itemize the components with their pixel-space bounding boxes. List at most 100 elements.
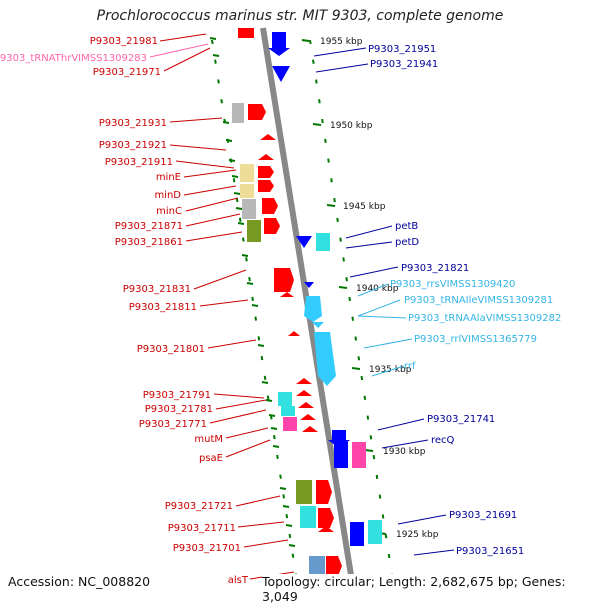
dash-tick xyxy=(225,139,233,142)
gene-arrow-p9303-21921[interactable] xyxy=(260,134,276,140)
scale-tick xyxy=(312,123,322,126)
gene-label[interactable]: petD xyxy=(395,237,419,248)
gene-label[interactable]: P9303_21801 xyxy=(137,344,205,355)
gene-label[interactable]: minD xyxy=(154,190,181,201)
gene-label[interactable]: P9303_21941 xyxy=(370,59,438,70)
gene-arrow-trna-ile[interactable] xyxy=(312,322,324,328)
leader-line xyxy=(243,539,289,548)
gene-label[interactable]: P9303_21811 xyxy=(129,302,197,313)
gene-arrow-p9303-21931[interactable] xyxy=(248,104,266,120)
dash-tick xyxy=(235,207,243,210)
gene-arrow-p9303-21771[interactable] xyxy=(298,402,314,408)
scale-label: 1930 kbp xyxy=(383,447,426,457)
gene-label[interactable]: minE xyxy=(156,172,181,183)
gene-label[interactable]: P9303_21911 xyxy=(105,157,173,168)
leader-line xyxy=(225,439,271,458)
gene-arrow-mine[interactable] xyxy=(258,166,274,178)
gene-arrow-p9303-21721[interactable] xyxy=(316,480,332,504)
gene-box-p9303-21691-b[interactable] xyxy=(368,520,382,544)
gene-arrow-p9303-21781[interactable] xyxy=(296,390,312,396)
gene-arrow-p9303-21821[interactable] xyxy=(304,282,314,288)
gene-box-p9303-21771[interactable] xyxy=(283,417,297,431)
gene-box-mine[interactable] xyxy=(240,164,254,182)
gene-label[interactable]: P9303_21921 xyxy=(99,140,167,151)
gene-label[interactable]: P9303_21651 xyxy=(456,546,524,557)
gene-label[interactable]: P9303_21981 xyxy=(90,36,158,47)
leader-line xyxy=(237,521,285,528)
gene-block-p9303-21981[interactable] xyxy=(238,28,254,38)
gene-arrow-p9303-21791[interactable] xyxy=(296,378,312,384)
gene-box-p9303-21691[interactable] xyxy=(350,522,364,546)
gene-box-mind[interactable] xyxy=(240,184,254,198)
gene-arrow-rrl[interactable] xyxy=(314,332,336,386)
gene-box-p9303-21711[interactable] xyxy=(300,506,316,528)
gene-arrow-p9303-21811[interactable] xyxy=(280,292,294,297)
gene-label[interactable]: P9303_21971 xyxy=(93,67,161,78)
gene-arrow-psae[interactable] xyxy=(302,426,318,432)
leader-line xyxy=(413,549,455,556)
gene-label[interactable]: P9303_tRNAAlaVIMSS1309282 xyxy=(408,313,561,324)
gene-box-minc[interactable] xyxy=(242,199,256,219)
leader-line xyxy=(175,160,235,169)
gene-box-p9303-21781[interactable] xyxy=(281,406,295,416)
gene-arrow-minc[interactable] xyxy=(262,198,278,214)
gene-arrow-p9303-21911[interactable] xyxy=(258,154,274,160)
gene-label[interactable]: P9303_21931 xyxy=(99,118,167,129)
gene-label[interactable]: minC xyxy=(156,206,182,217)
gene-label[interactable]: P9303_21831 xyxy=(123,284,191,295)
dash-tick xyxy=(237,222,245,225)
gene-arrow-p9303-21951[interactable] xyxy=(268,32,290,56)
gene-box-alst[interactable] xyxy=(309,556,325,576)
gene-arrow-petb[interactable] xyxy=(296,236,312,248)
gene-label[interactable]: P9303_21741 xyxy=(427,414,495,425)
gene-box-p9303-21861[interactable] xyxy=(247,220,261,242)
gene-box-recq[interactable] xyxy=(352,442,366,468)
dash-tick xyxy=(272,445,280,448)
gene-label[interactable]: recQ xyxy=(431,435,455,446)
gene-label[interactable]: P9303_21721 xyxy=(165,501,233,512)
dash-tick xyxy=(279,487,287,490)
scale-tick xyxy=(338,286,348,289)
gene-label[interactable]: P9303_21781 xyxy=(145,404,213,415)
gene-label[interactable]: P9303_21821 xyxy=(401,263,469,274)
gene-arrow-p9303-21711[interactable] xyxy=(318,508,334,528)
gene-label[interactable]: rrf xyxy=(404,361,416,372)
gene-label[interactable]: P9303_21951 xyxy=(368,44,436,55)
gene-box-petd[interactable] xyxy=(316,233,330,251)
dash-tick xyxy=(251,304,259,307)
gene-label[interactable]: P9303_21861 xyxy=(115,237,183,248)
leader-line xyxy=(207,339,257,349)
left-dash-ticks xyxy=(209,37,296,547)
gene-label[interactable]: P9303_tRNAIleVIMSS1309281 xyxy=(404,295,553,306)
gene-box-p9303-21791[interactable] xyxy=(278,392,292,406)
gene-label[interactable]: mutM xyxy=(194,434,223,445)
genome-summary-text: Topology: circular; Length: 2,682,675 bp… xyxy=(262,574,600,604)
gene-arrow-mind[interactable] xyxy=(258,180,274,192)
gene-arrow-p9303-21871[interactable] xyxy=(264,218,280,234)
gene-label[interactable]: P9303_21791 xyxy=(143,390,211,401)
gene-label[interactable]: P9303_21691 xyxy=(449,510,517,521)
gene-arrow-mutm[interactable] xyxy=(300,414,316,420)
gene-box-p9303-21741[interactable] xyxy=(334,442,348,468)
gene-label[interactable]: P9303_21871 xyxy=(115,221,183,232)
gene-label[interactable]: psaE xyxy=(199,453,223,464)
gene-label[interactable]: P9303_tRNAThrVIMSS1309283 xyxy=(0,53,147,64)
gene-arrow-rrs[interactable] xyxy=(304,296,322,322)
gene-arrow-p9303-21701[interactable] xyxy=(318,526,334,532)
gene-label[interactable]: P9303_21771 xyxy=(139,419,207,430)
gene-box-p9303-21721[interactable] xyxy=(296,480,312,504)
leader-line xyxy=(169,144,227,151)
gene-arrow-p9303-21831[interactable] xyxy=(274,268,294,292)
gene-label[interactable]: alsT xyxy=(228,575,249,586)
gene-label[interactable]: P9303_21711 xyxy=(168,523,236,534)
gene-label[interactable]: P9303_21701 xyxy=(173,543,241,554)
gene-label[interactable]: petB xyxy=(395,221,418,232)
leader-line xyxy=(215,399,267,410)
gene-arrow-p9303-21801[interactable] xyxy=(288,331,300,336)
gene-label[interactable]: P9303_rrsVIMSS1309420 xyxy=(390,279,515,290)
gene-arrow-alst[interactable] xyxy=(326,556,342,576)
gene-label[interactable]: P9303_rrlVIMSS1365779 xyxy=(414,334,537,345)
leader-line xyxy=(377,418,425,431)
gene-arrow-p9303-21941[interactable] xyxy=(272,66,290,82)
gene-box-p9303-21931[interactable] xyxy=(232,103,244,123)
